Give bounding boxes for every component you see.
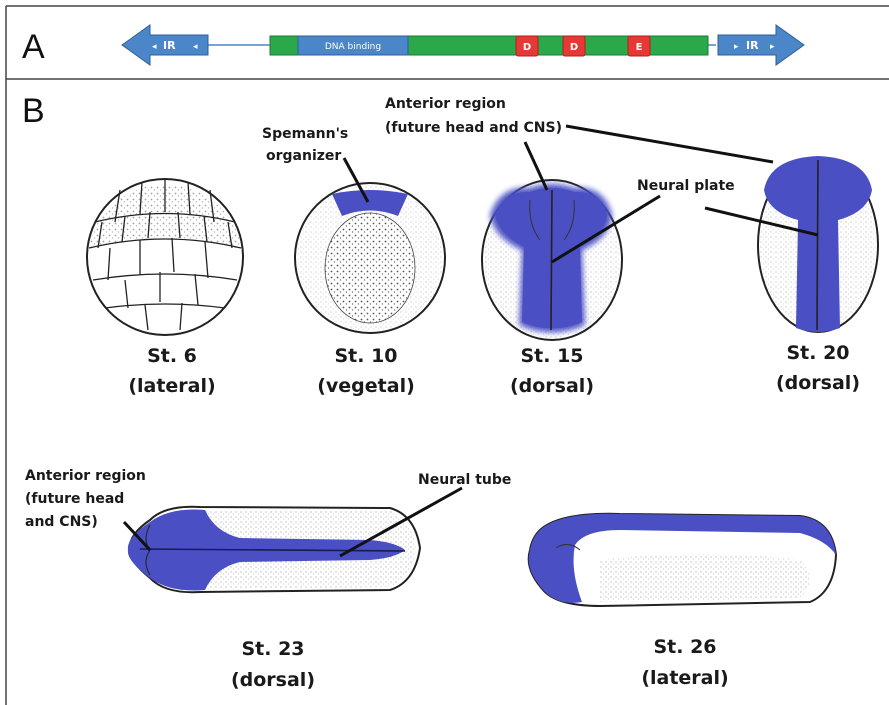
stage-26-view: (lateral) bbox=[641, 667, 728, 689]
stage-10-view: (vegetal) bbox=[317, 375, 415, 397]
catalytic-domain-d1: D bbox=[516, 36, 538, 56]
right-triangle-icon: ▸ bbox=[770, 42, 775, 52]
embryo-stage-15 bbox=[482, 180, 622, 340]
ir-left-arrow: ◂ IR ◂ bbox=[122, 25, 208, 65]
label-neural-tube: Neural tube bbox=[418, 472, 511, 488]
dna-binding-label: DNA binding bbox=[325, 42, 381, 52]
stage-caption-23: St. 23 (dorsal) bbox=[231, 638, 315, 691]
embryo-stage-23 bbox=[128, 507, 420, 592]
ir-right-label: IR bbox=[746, 39, 759, 52]
embryo-stage-20 bbox=[758, 156, 878, 332]
panel-a-letter: A bbox=[22, 28, 45, 66]
stage-20-view: (dorsal) bbox=[776, 372, 860, 394]
embryo-stage-10 bbox=[295, 183, 445, 333]
stage-6-view: (lateral) bbox=[128, 375, 215, 397]
label-anterior-bottom-line2: (future head bbox=[25, 491, 124, 507]
stage-23-view: (dorsal) bbox=[231, 669, 315, 691]
embryo-stage-26 bbox=[529, 514, 836, 606]
stage-caption-6: St. 6 (lateral) bbox=[128, 345, 215, 397]
left-triangle-icon: ◂ bbox=[193, 42, 198, 52]
label-anterior-top-line1: Anterior region bbox=[385, 96, 506, 112]
stage-23-name: St. 23 bbox=[241, 638, 304, 660]
stage-caption-15: St. 15 (dorsal) bbox=[510, 345, 594, 397]
stage-26-name: St. 26 bbox=[653, 636, 716, 658]
stage-caption-20: St. 20 (dorsal) bbox=[776, 342, 860, 394]
stage-20-name: St. 20 bbox=[786, 342, 849, 364]
pointer-anterior-20 bbox=[566, 126, 773, 162]
label-anterior-bottom-line1: Anterior region bbox=[25, 468, 146, 484]
panel-a: A ◂ IR ◂ DNA binding D D E ▸ bbox=[22, 25, 804, 66]
domain-d2-label: D bbox=[570, 42, 578, 53]
stage-15-name: St. 15 bbox=[520, 345, 583, 367]
domain-d1-label: D bbox=[523, 42, 531, 53]
panel-b-letter: B bbox=[22, 92, 45, 130]
right-triangle-icon: ▸ bbox=[734, 42, 739, 52]
catalytic-domain-e: E bbox=[628, 36, 650, 56]
domain-e-label: E bbox=[636, 42, 643, 53]
stage-caption-26: St. 26 (lateral) bbox=[641, 636, 728, 689]
label-anterior-bottom-line3: and CNS) bbox=[25, 514, 98, 530]
label-anterior-top-line2: (future head and CNS) bbox=[385, 120, 562, 136]
stage-15-view: (dorsal) bbox=[510, 375, 594, 397]
label-neural-plate: Neural plate bbox=[637, 178, 735, 194]
stage-6-name: St. 6 bbox=[147, 345, 197, 367]
label-spemann-line2: organizer bbox=[266, 148, 341, 164]
ir-right-arrow: ▸ IR ▸ bbox=[718, 25, 804, 65]
embryo-stage-6 bbox=[87, 179, 243, 335]
panel-b: B bbox=[22, 92, 878, 691]
stage-caption-10: St. 10 (vegetal) bbox=[317, 345, 415, 397]
catalytic-domain-d2: D bbox=[563, 36, 585, 56]
left-triangle-icon: ◂ bbox=[152, 42, 157, 52]
stage-10-name: St. 10 bbox=[334, 345, 397, 367]
label-spemann-line1: Spemann's bbox=[262, 126, 348, 142]
ir-left-label: IR bbox=[163, 39, 176, 52]
